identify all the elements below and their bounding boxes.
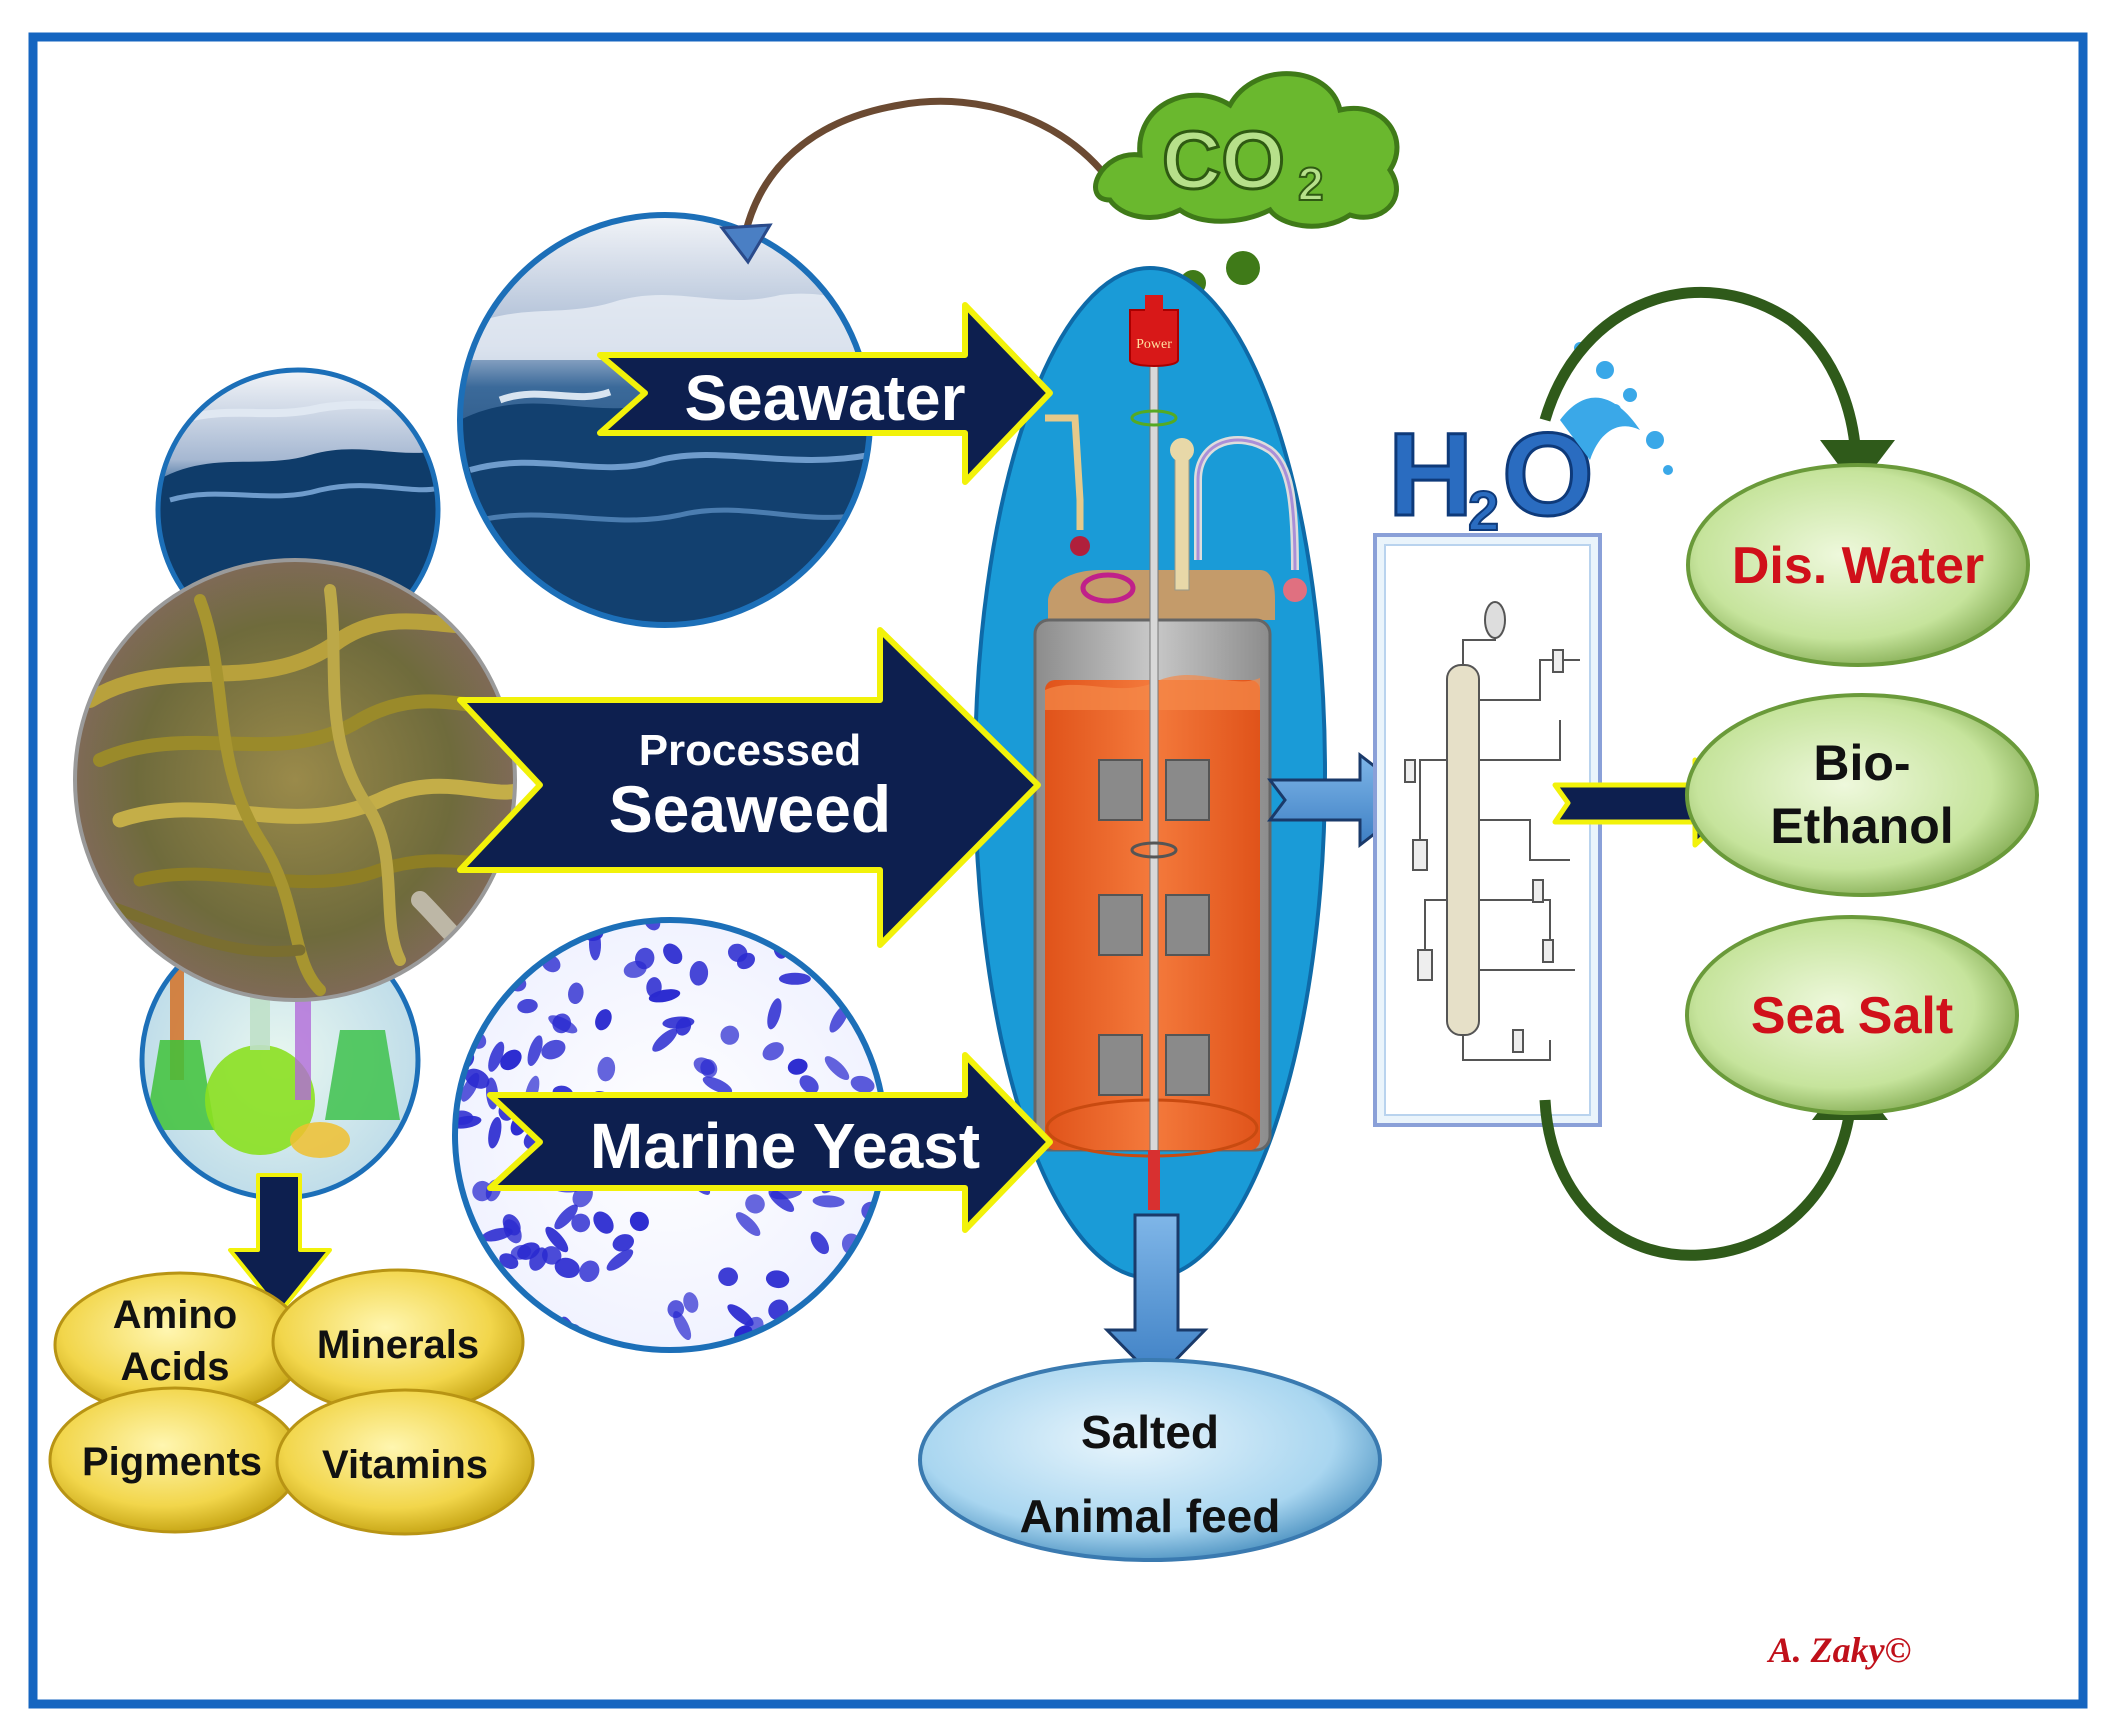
impeller-blade [1165, 894, 1210, 956]
yeast-cell [548, 1015, 578, 1034]
seaweed-label-line1: Processed [639, 726, 862, 775]
yeast-cell [720, 1025, 740, 1045]
yeast-cell [765, 1270, 790, 1289]
extract-pigments: Pigments [48, 1386, 302, 1534]
co2-subscript: 2 [1298, 158, 1324, 210]
co2-cloud: CO 2 [1093, 71, 1400, 296]
impeller-blade [1098, 1034, 1143, 1096]
yeast-cell [727, 1304, 754, 1327]
impeller-blade [1098, 894, 1143, 956]
yeast-cell [481, 1227, 513, 1242]
yeast-cell [606, 1249, 634, 1271]
impeller-blade [1098, 759, 1143, 821]
yeast-cell [663, 943, 683, 965]
yeast-cell [702, 1076, 733, 1094]
product-dis-water: Dis. Water [1686, 463, 2030, 667]
yeast-cell [517, 998, 538, 1014]
yeast-cell [629, 1211, 649, 1232]
yeast-cell [460, 1072, 480, 1102]
yeast-cell [693, 1057, 715, 1075]
yeast-cell [812, 1195, 845, 1208]
feed-label-line1: Salted [1081, 1406, 1219, 1458]
impeller-blade [1165, 1034, 1210, 1096]
yeast-cell [554, 1257, 580, 1279]
yeast-cell [517, 1242, 540, 1260]
seawater-label: Seawater [684, 362, 965, 434]
yeast-cell [824, 1056, 850, 1081]
lab-to-extracts-arrow [228, 1173, 332, 1314]
yeast-cell [673, 1310, 692, 1341]
marine-yeast-arrow [487, 1052, 1053, 1233]
yeast-cell [541, 1039, 566, 1060]
minerals-label: Minerals [317, 1323, 479, 1367]
yeast-cell [597, 1056, 616, 1082]
yeast-cell [689, 961, 709, 986]
yeast-cell [593, 1211, 614, 1234]
yeast-cell [652, 1028, 678, 1052]
seaweed-label-line2: Seaweed [609, 772, 892, 846]
distillation-unit [1373, 533, 1602, 1127]
yeast-cell [799, 1075, 819, 1094]
author-credit: A. Zaky© [1767, 1630, 1912, 1670]
yeast-cell [623, 960, 647, 978]
co2-label: CO [1162, 115, 1285, 206]
yeast-cell [767, 998, 782, 1030]
vitamins-label: Vitamins [322, 1443, 488, 1487]
yeast-cell [735, 1212, 761, 1237]
marine-yeast-label: Marine Yeast [590, 1110, 980, 1182]
yeast-cell [612, 1234, 634, 1252]
yeast-cell [718, 1267, 738, 1287]
power-label: Power [1136, 337, 1172, 352]
yeast-cell [527, 1035, 543, 1067]
h2o-logo: H 2 O [1387, 342, 1673, 543]
feed-label-line2: Animal feed [1020, 1490, 1281, 1542]
yeast-cell [667, 1300, 685, 1319]
bioreactor: Power [973, 266, 1327, 1280]
byproduct-animal-feed: Salted Animal feed [918, 1358, 1382, 1562]
yeast-cell [762, 1042, 784, 1061]
yeast-cell [488, 1041, 505, 1072]
dis-water-label: Dis. Water [1732, 537, 1984, 595]
h2o-h: H [1388, 409, 1473, 541]
yeast-cell [810, 1231, 830, 1255]
yeast-cell [787, 1058, 808, 1075]
yeast-cell [579, 1260, 600, 1283]
reactor-to-feed-arrow [1103, 1213, 1209, 1383]
yeast-cell [646, 977, 662, 998]
yeast-cell [778, 972, 811, 985]
yeast-cell [545, 1226, 569, 1253]
h2o-o: O [1502, 409, 1594, 541]
yeast-cell [736, 952, 756, 970]
pigments-label: Pigments [82, 1440, 262, 1484]
extract-minerals: Minerals [271, 1268, 525, 1416]
yeast-cell [571, 1213, 591, 1233]
seawater-arrow [597, 302, 1053, 485]
seaweed-arrow [457, 627, 1041, 948]
bioethanol-label-line2: Ethanol [1770, 798, 1953, 854]
co2-recycle-arrow [719, 97, 1129, 265]
seaweed-photo [73, 558, 517, 1002]
yeast-cell [850, 1075, 875, 1093]
bioethanol-label-line1: Bio- [1813, 735, 1910, 791]
yeast-cell [568, 982, 584, 1005]
extract-vitamins: Vitamins [275, 1388, 535, 1536]
product-sea-salt: Sea Salt [1685, 915, 2019, 1115]
yeast-cell [499, 1253, 519, 1269]
product-bioethanol: Bio- Ethanol [1685, 693, 2039, 897]
yeast-cell [675, 1017, 692, 1036]
yeast-cell [488, 1116, 502, 1149]
amino-label-line1: Amino [113, 1293, 237, 1337]
yeast-cell [595, 1009, 612, 1031]
yeast-cell [745, 1194, 765, 1214]
sea-salt-label: Sea Salt [1751, 987, 1953, 1045]
amino-label-line2: Acids [121, 1345, 230, 1389]
impeller-blade [1165, 759, 1210, 821]
yeast-cell [554, 1204, 578, 1230]
yeast-cell [500, 1049, 522, 1071]
yeast-cell [683, 1292, 699, 1313]
h2o-subscript: 2 [1468, 479, 1499, 542]
